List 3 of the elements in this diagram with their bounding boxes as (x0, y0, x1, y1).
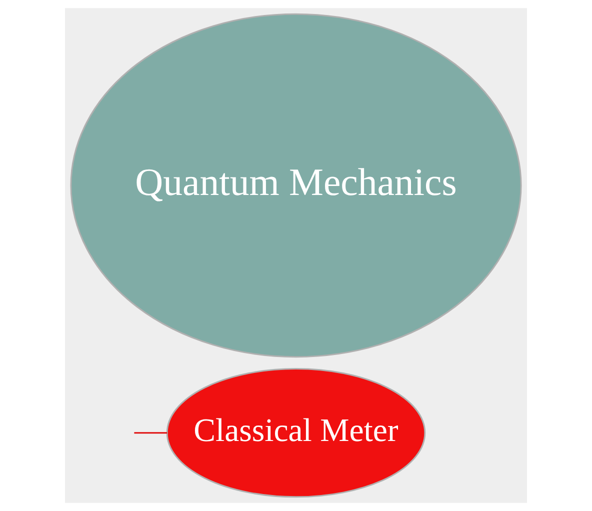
node-ellipse: Quantum Mechanics (70, 13, 522, 358)
node-ellipse: Classical Meter (166, 368, 426, 498)
connector (134, 432, 168, 434)
